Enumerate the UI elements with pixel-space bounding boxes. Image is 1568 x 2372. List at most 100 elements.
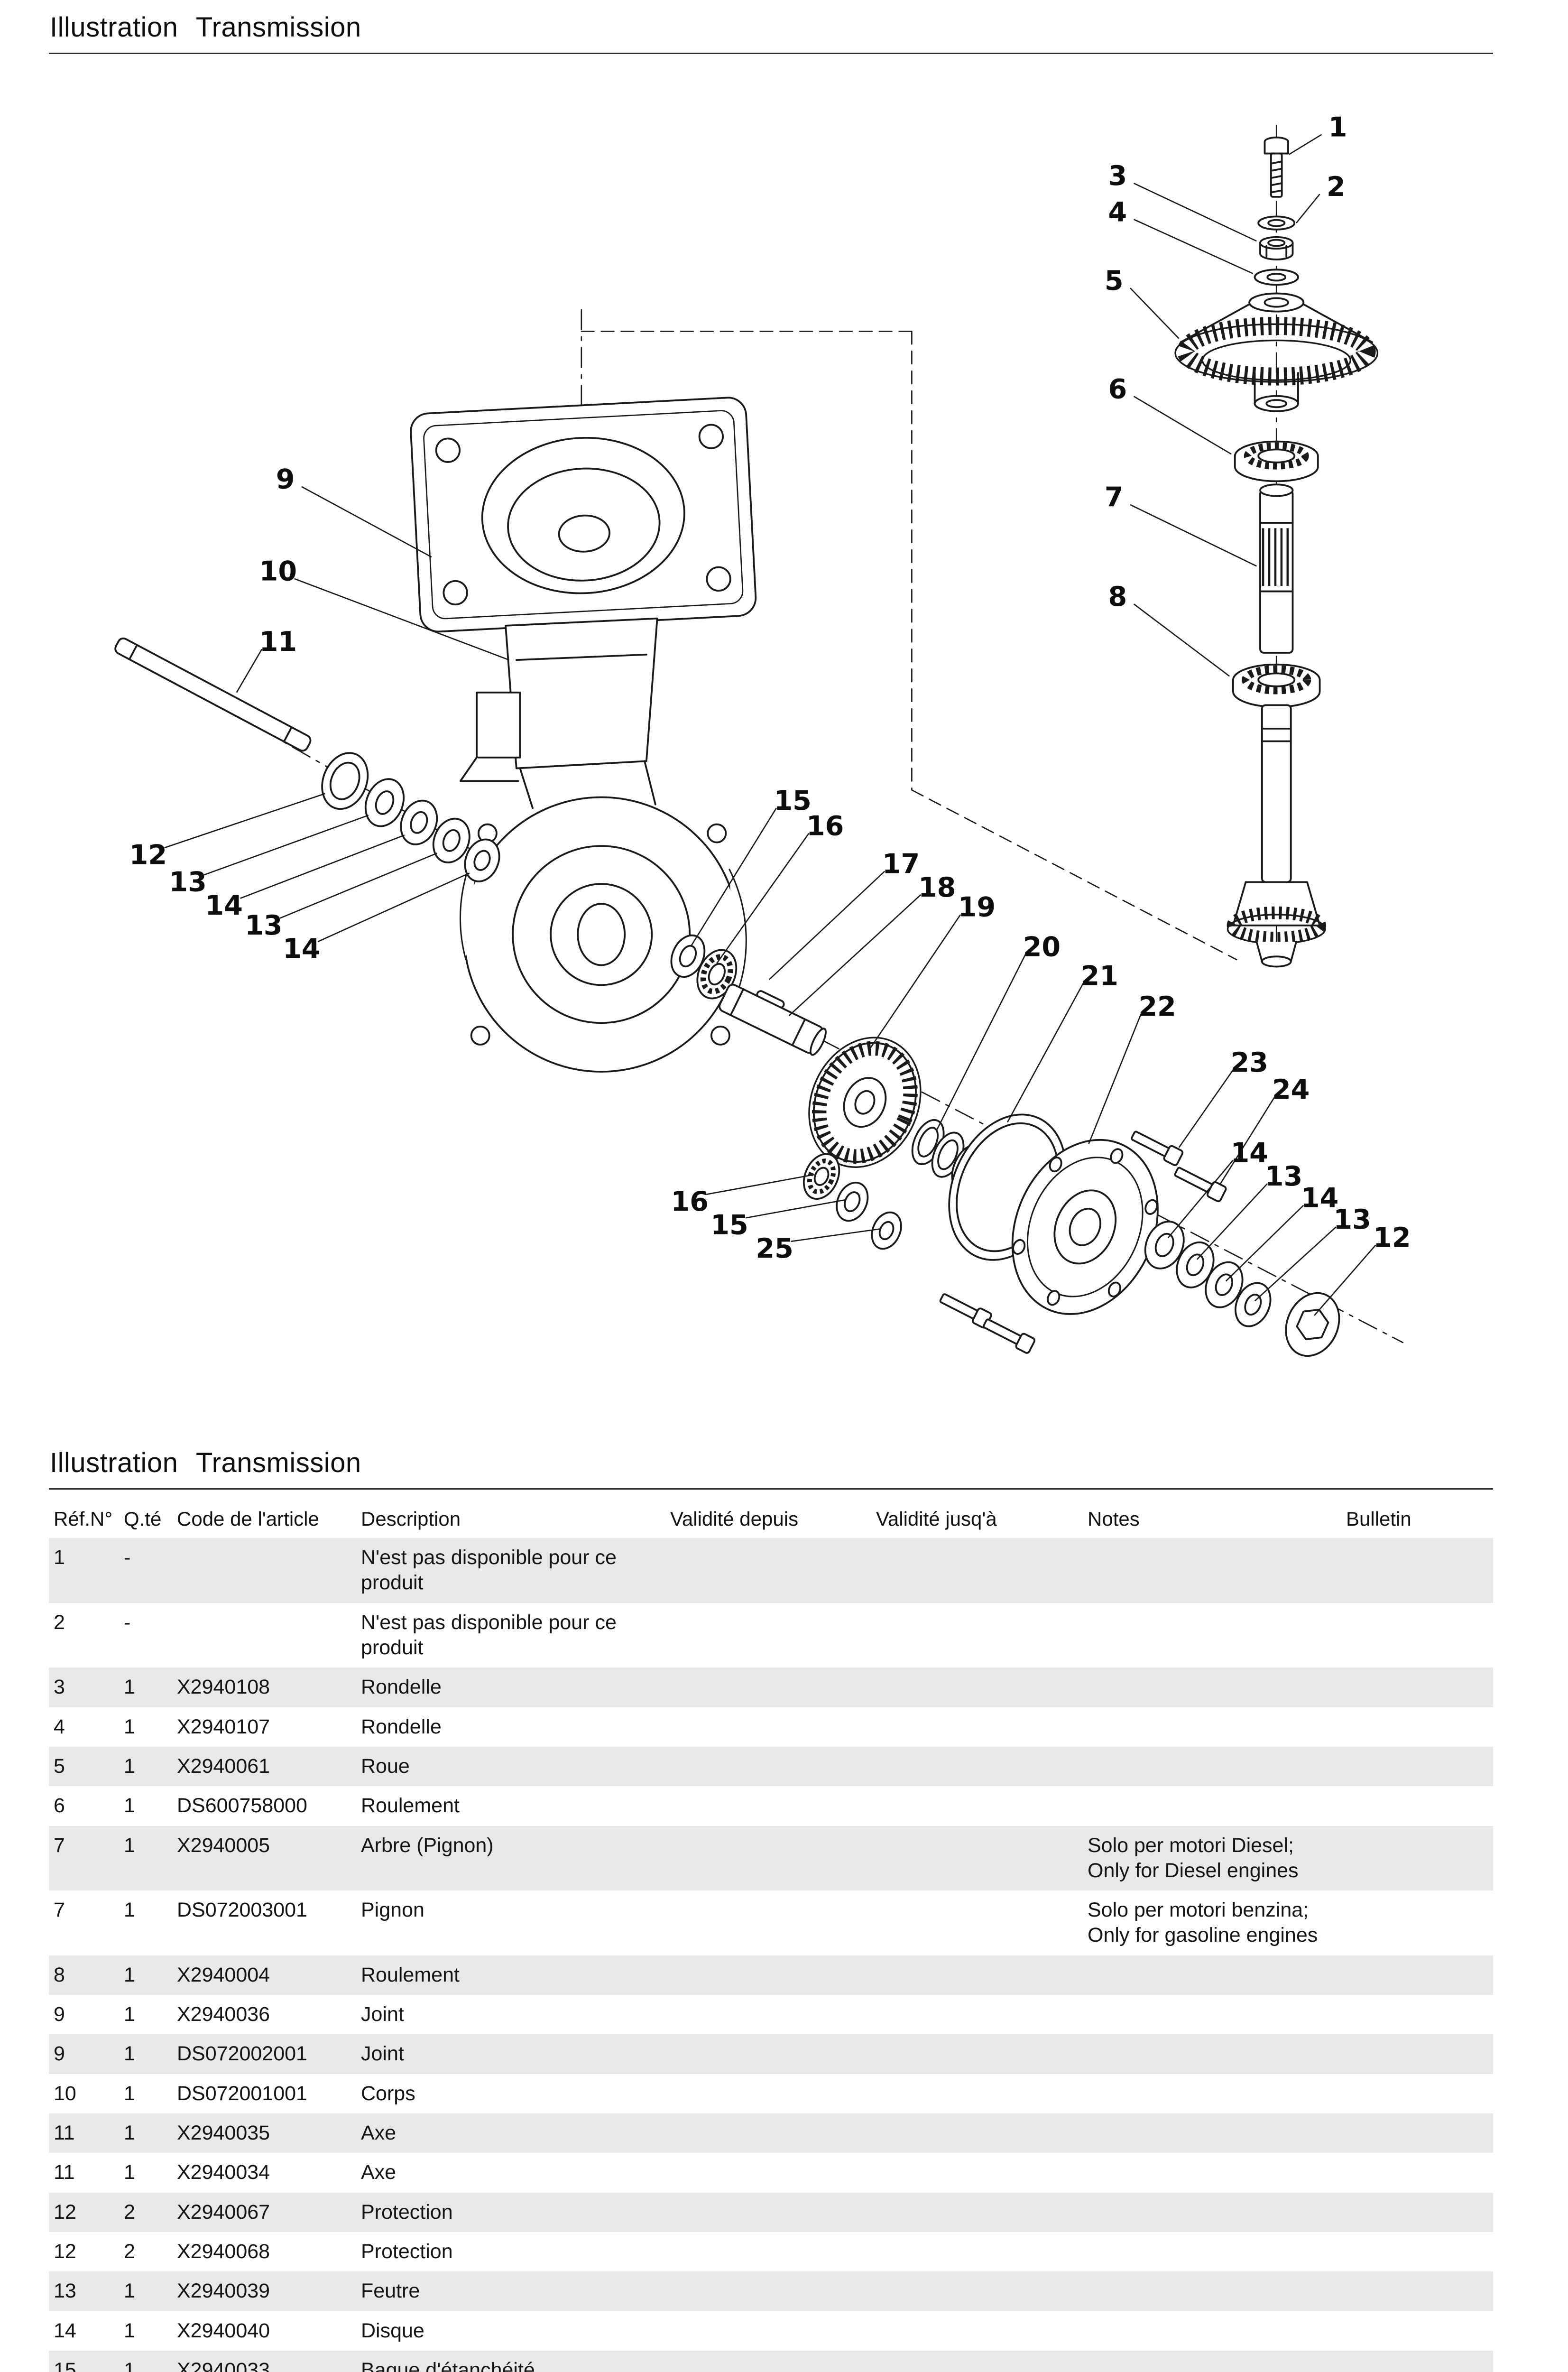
cell-code: X2940067 [177, 2200, 270, 2224]
cell-code: X2940035 [177, 2122, 270, 2144]
callout-leader-line [745, 1199, 845, 1219]
callout-leader-line [301, 486, 432, 558]
callout-number: 16 [806, 810, 844, 842]
callout-number: 21 [1081, 960, 1118, 991]
cell-notes: Solo per motori Diesel; Only for Diesel … [1088, 1834, 1299, 1882]
cell-code: X2940005 [177, 1834, 270, 1857]
cell-code: DS072002001 [177, 2042, 307, 2066]
cell-description: Rondelle [361, 1676, 442, 1699]
callout-leader-line [1133, 603, 1230, 677]
callout-number: 7 [1105, 482, 1124, 513]
cell-qty: 2 [124, 2200, 135, 2224]
callout-leader-line [1133, 183, 1257, 242]
bearing-part-16 [696, 949, 738, 1000]
column-header: Q.té [124, 1508, 162, 1530]
cell-code: X2940108 [177, 1676, 270, 1699]
cell-ref: 11 [54, 2161, 75, 2184]
felt-ring-part-13 [1176, 1241, 1215, 1288]
callout-number: 9 [276, 464, 295, 495]
callout-number: 3 [1108, 160, 1127, 192]
cell-valid_to [876, 1603, 1088, 1668]
callout-number: 11 [259, 626, 297, 658]
cell-valid_from [670, 2034, 876, 2074]
bearing-part-8 [1232, 663, 1321, 708]
cell-code: X2940036 [177, 2003, 270, 2026]
cell-qty: 1 [124, 2122, 135, 2144]
cell-qty: - [124, 1546, 131, 1569]
cell-bulletin [1346, 2271, 1493, 2311]
bolt-part-1 [1264, 136, 1289, 198]
bearing-part-16 [802, 1153, 840, 1200]
transmission-exploded-diagram: 1234567891011121314131415161718192021222… [114, 111, 1411, 1357]
washer-part-4 [1254, 269, 1299, 286]
cell-ref: 6 [54, 1794, 65, 1817]
cell-ref: 12 [54, 2240, 76, 2263]
cell-bulletin [1346, 1890, 1493, 1955]
cell-code: DS600758000 [177, 1794, 307, 1817]
callout-leader-line [1088, 1013, 1142, 1144]
crown-gear-part-19 [808, 1037, 922, 1168]
cell-code: X2940107 [177, 1715, 270, 1738]
washer-stack-right [1144, 1221, 1272, 1327]
cell-ref: 9 [54, 2003, 65, 2026]
cell-notes [1088, 2113, 1346, 2153]
cell-description: Roue [361, 1754, 410, 1778]
cell-valid_from [670, 1603, 876, 1668]
cell-valid_to [876, 2351, 1088, 2372]
callout-leader-line [1254, 1226, 1337, 1302]
cell-notes [1088, 1603, 1346, 1668]
cell-notes [1088, 1786, 1346, 1825]
cell-valid_from [670, 1668, 876, 1707]
cell-bulletin [1346, 2311, 1493, 2351]
cell-valid_from [670, 1786, 876, 1825]
cell-description: Protection [361, 2240, 453, 2263]
callout-number: 5 [1105, 265, 1124, 296]
callout-number: 14 [1230, 1137, 1268, 1168]
cell-valid_from [670, 2232, 876, 2271]
cell-valid_from [670, 2311, 876, 2351]
protection-cap-part-12 [321, 752, 369, 810]
cell-ref: 1 [54, 1546, 65, 1569]
callout-number: 13 [169, 866, 206, 898]
callout-number: 25 [756, 1233, 793, 1264]
cell-valid_to [876, 1826, 1088, 1891]
cell-notes [1088, 2311, 1346, 2351]
construction-lines [581, 331, 1237, 961]
cell-notes [1088, 2034, 1346, 2074]
cell-valid_to [876, 1538, 1088, 1603]
callout-leader-line [317, 872, 470, 943]
pinion-shaft-part-7 [1259, 483, 1294, 654]
seal-ring-part-15 [670, 934, 706, 978]
cell-bulletin [1346, 2193, 1493, 2232]
disc-part-14 [464, 838, 500, 882]
cell-notes [1088, 2271, 1346, 2311]
cell-code: X2940040 [177, 2319, 270, 2342]
cell-notes [1088, 1538, 1346, 1603]
cell-ref: 5 [54, 1754, 65, 1778]
lower-rings [802, 1153, 902, 1250]
disc-part-14 [400, 799, 438, 845]
cell-qty: 1 [124, 2003, 135, 2026]
cell-qty: 1 [124, 1676, 135, 1699]
callout-number: 24 [1272, 1074, 1310, 1105]
callout-leader-line [236, 649, 263, 693]
cell-description: Joint [361, 2003, 404, 2026]
cell-code: DS072001001 [177, 2082, 307, 2105]
callout-leader-line [1196, 1183, 1268, 1260]
cell-valid_to [876, 2271, 1088, 2311]
callout-leader-line [294, 578, 510, 661]
felt-ring-part-13 [1235, 1282, 1272, 1327]
cell-description: Axe [361, 2161, 397, 2184]
mounting-plate-part-9 [410, 397, 757, 633]
cell-notes [1088, 1668, 1346, 1707]
seal-washer-stack-left [321, 752, 500, 882]
cell-code: X2940061 [177, 1754, 270, 1778]
